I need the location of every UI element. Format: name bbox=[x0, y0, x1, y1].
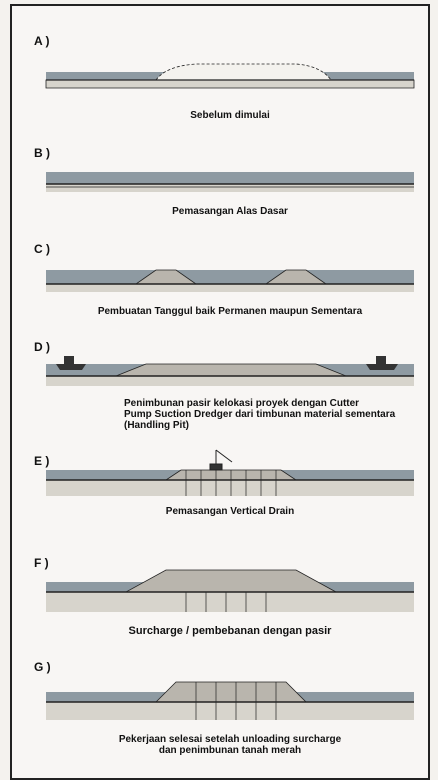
panel-a-illustration bbox=[45, 63, 415, 89]
panel-g-caption-line1: Pekerjaan selesai setelah unloading surc… bbox=[118, 734, 342, 745]
panel-a-caption: Sebelum dimulai bbox=[190, 110, 270, 121]
panel-c-illustration bbox=[46, 269, 414, 292]
panel-e-letter: E ) bbox=[34, 454, 50, 468]
panel-b-illustration bbox=[46, 172, 414, 192]
panel-e-illustration bbox=[46, 449, 414, 496]
panel-b-letter: B ) bbox=[34, 146, 50, 160]
dredger-left-icon bbox=[56, 356, 86, 370]
panel-f-illustration bbox=[46, 569, 414, 612]
panel-d-illustration bbox=[46, 356, 414, 386]
panel-g-letter: G ) bbox=[34, 660, 51, 674]
panel-d-caption-line2: Pump Suction Dredger dari timbunan mater… bbox=[124, 409, 396, 420]
panel-d-caption-line3: (Handling Pit) bbox=[124, 420, 189, 431]
panel-d-letter: D ) bbox=[34, 340, 50, 354]
panel-d-caption: Penimbunan pasir kelokasi proyek dengan … bbox=[124, 398, 414, 431]
panel-g-caption-line2: dan penimbunan tanah merah bbox=[158, 745, 302, 756]
diagram-frame: A ) Sebelum dimulai B ) Pemasangan Alas … bbox=[10, 4, 430, 780]
dredger-right-icon bbox=[366, 356, 398, 370]
panel-c-letter: C ) bbox=[34, 242, 50, 256]
drain-rig-icon bbox=[209, 449, 233, 471]
panel-g-caption: Pekerjaan selesai setelah unloading surc… bbox=[52, 734, 408, 756]
panel-c-caption: Pembuatan Tanggul baik Permanen maupun S… bbox=[97, 306, 363, 317]
panel-b-caption: Pemasangan Alas Dasar bbox=[172, 206, 288, 217]
panel-g-illustration bbox=[46, 681, 414, 720]
panel-d-caption-line1: Penimbunan pasir kelokasi proyek dengan … bbox=[124, 398, 360, 409]
panel-f-caption: Surcharge / pembebanan dengan pasir bbox=[128, 625, 332, 637]
panel-e-caption: Pemasangan Vertical Drain bbox=[165, 506, 295, 517]
panel-a-letter: A ) bbox=[34, 34, 50, 48]
panel-f-letter: F ) bbox=[34, 556, 49, 570]
